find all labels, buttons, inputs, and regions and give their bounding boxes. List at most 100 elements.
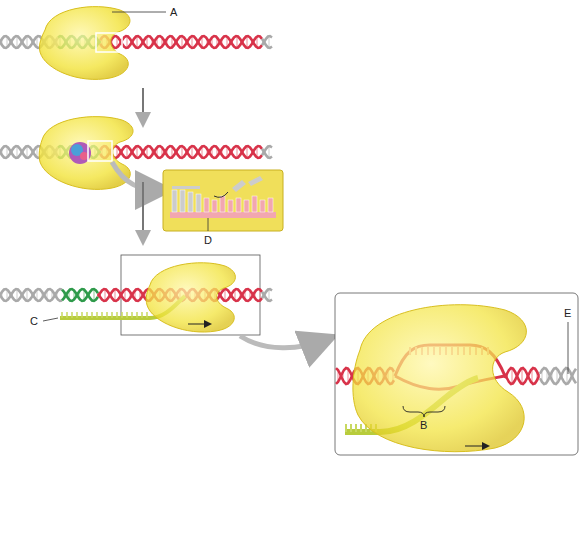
incoming-nucleotide [232, 180, 246, 192]
base-pair [511, 368, 512, 384]
nucleotide [268, 198, 273, 212]
dna-strand [262, 289, 272, 298]
zoom-arrow [112, 162, 160, 190]
base-pair [268, 146, 269, 158]
rna-polymerase [353, 305, 526, 452]
nucleotide [260, 200, 265, 212]
base-pair [114, 289, 115, 301]
leader-line [208, 218, 209, 231]
rna-polymerase [146, 263, 235, 332]
rna-base [116, 312, 118, 318]
callout-letter: C [30, 315, 38, 327]
base-pair [136, 36, 137, 48]
rna-base [355, 424, 357, 432]
base-pair [16, 289, 17, 301]
step-arrow [142, 182, 144, 240]
nucleotide [188, 192, 193, 212]
rna-polymerase [39, 117, 133, 190]
nucleotide [180, 190, 185, 212]
curved-arrow [214, 192, 228, 197]
base-pair [246, 146, 247, 158]
dna-strand [62, 289, 98, 301]
callout-letter: D [204, 234, 212, 246]
base-pair [236, 36, 237, 48]
zoom-arrow [240, 336, 325, 348]
base-pair [104, 289, 105, 301]
leader-line [568, 322, 569, 374]
dna-strand [540, 368, 576, 384]
callout-letter: A [170, 6, 177, 18]
base-pair [566, 368, 567, 384]
base-pair [268, 289, 269, 301]
rna-base [61, 312, 63, 318]
base-pair [16, 146, 17, 158]
leader-line [112, 12, 166, 13]
rna-base [106, 312, 108, 318]
base-pair [126, 146, 127, 158]
dna-strand [505, 368, 539, 384]
nucleotide [228, 200, 233, 212]
base-pair [236, 146, 237, 158]
dna-strand [505, 368, 539, 384]
rna-base [101, 312, 103, 318]
rna-base [345, 424, 347, 432]
callout-letter: E [564, 307, 571, 319]
nucleotide [220, 196, 225, 212]
rna-base [121, 312, 123, 318]
dna-strand [100, 36, 262, 48]
nucleotide [172, 190, 177, 212]
direction-arrow [465, 446, 488, 447]
base-pair [26, 146, 27, 158]
highlight-box [96, 33, 122, 52]
backbone [170, 212, 276, 218]
dna-strand [62, 289, 98, 301]
rna-base [360, 424, 362, 432]
dna-strand [100, 146, 262, 158]
inset-panel [163, 170, 283, 231]
nucleotide [252, 196, 257, 212]
rna-base [71, 312, 73, 318]
dna-strand [100, 36, 262, 48]
base-pair [26, 289, 27, 301]
bracket [403, 406, 445, 417]
rna-base [96, 312, 98, 318]
rna-polymerase [39, 7, 129, 80]
dna-strand [100, 146, 262, 158]
dna-strand [262, 36, 272, 45]
rna-base [76, 312, 78, 318]
nucleotide [212, 200, 217, 212]
nucleotide [204, 198, 209, 212]
base-pair [521, 368, 522, 384]
dna-strand [540, 368, 576, 384]
dna-strand [0, 289, 62, 301]
rna-base [86, 312, 88, 318]
highlight-box [88, 141, 112, 161]
base-pair [136, 146, 137, 158]
rna-base [91, 312, 93, 318]
base-pair [246, 36, 247, 48]
rna-base [111, 312, 113, 318]
step-arrow [142, 88, 144, 122]
rna-base [131, 312, 133, 318]
base-pair [126, 36, 127, 48]
nucleotide [244, 200, 249, 212]
rna-base [136, 312, 138, 318]
rna-base [126, 312, 128, 318]
rna-base [350, 424, 352, 432]
base-pair [16, 36, 17, 48]
rna-base [141, 312, 143, 318]
dna-strand [262, 146, 272, 155]
callout-letter: B [420, 419, 427, 431]
base-pair [26, 36, 27, 48]
rna-base [81, 312, 83, 318]
base-pair [224, 289, 225, 301]
rna-bases [62, 312, 147, 318]
nucleotide-strand [170, 176, 276, 218]
leader-line [43, 318, 58, 321]
rna-base [146, 312, 148, 318]
open-complex [80, 152, 88, 160]
nucleotide [196, 194, 201, 212]
incoming-nucleotide [248, 176, 263, 186]
nucleotide [236, 198, 241, 212]
